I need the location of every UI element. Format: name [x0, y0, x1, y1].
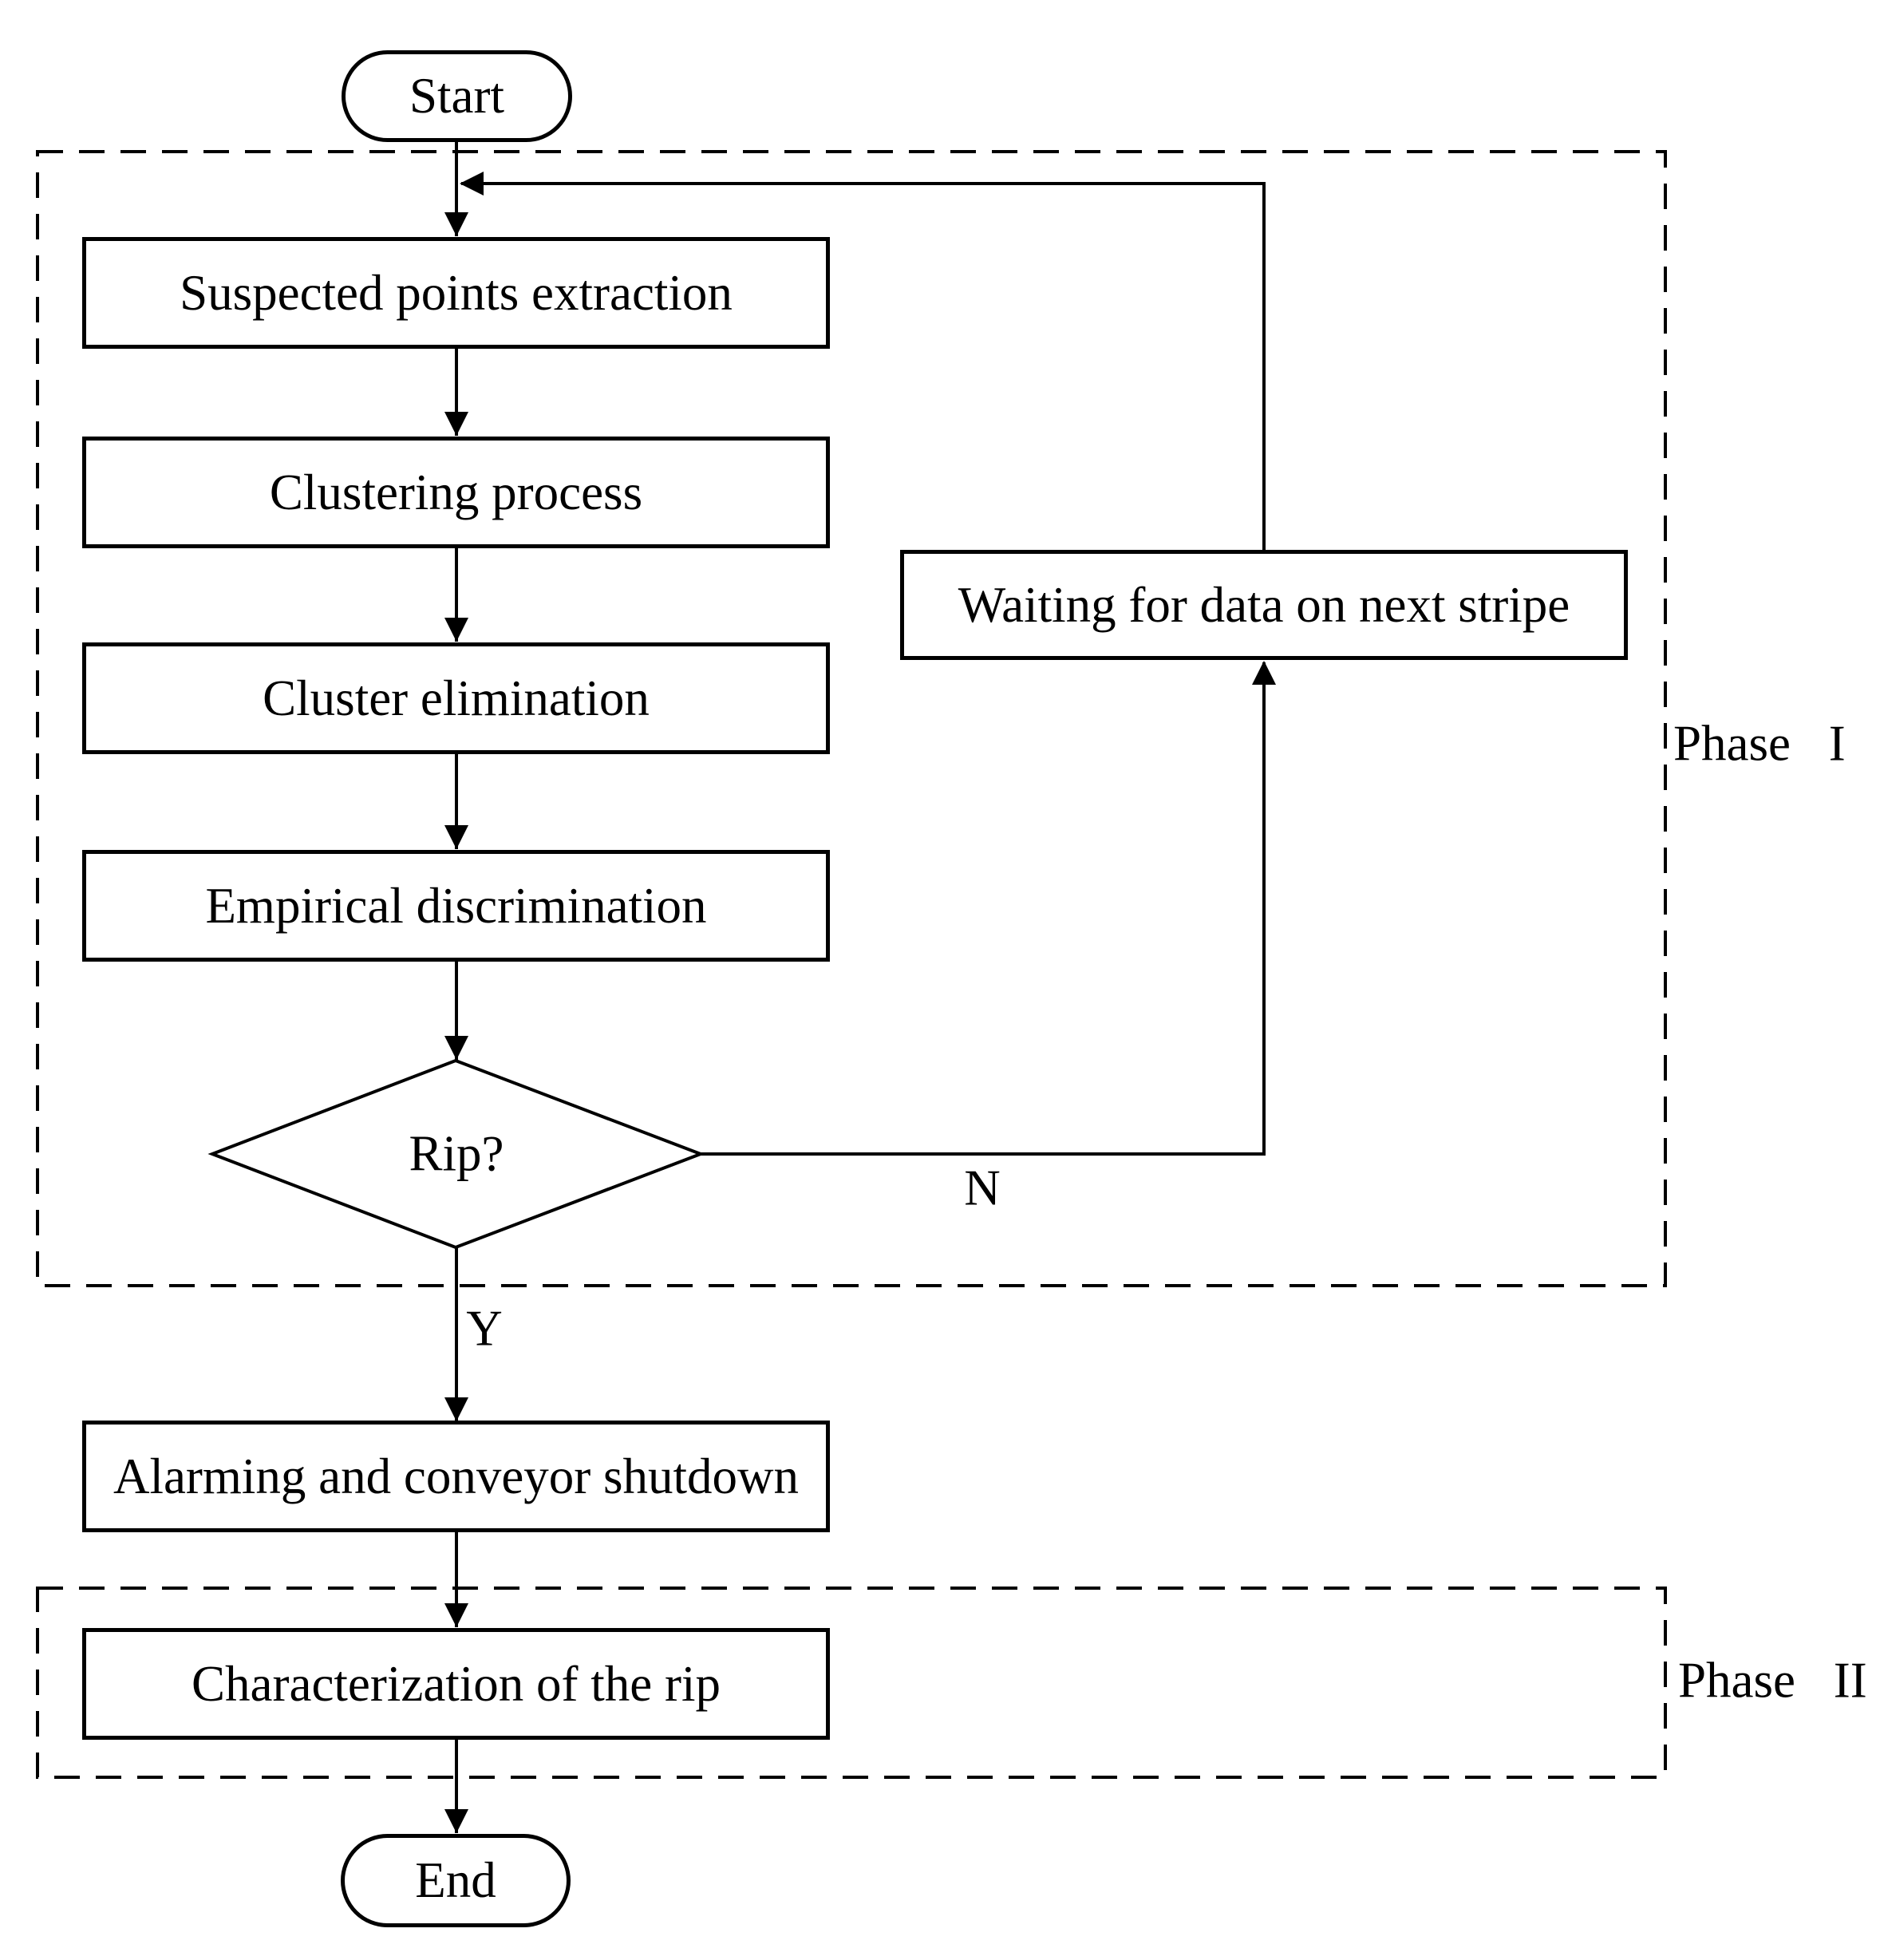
rip-decision-label: Rip? [409, 1125, 504, 1182]
end-terminator: End [341, 1834, 571, 1927]
arrowhead-into-extraction [444, 212, 468, 236]
arrowhead-into-decision [444, 1036, 468, 1060]
arrowhead-into-clustering [444, 412, 468, 436]
start-label: Start [409, 68, 504, 124]
process-label: Characterization of the rip [192, 1655, 721, 1712]
arrowhead-into-empirical [444, 825, 468, 849]
process-label: Empirical discrimination [205, 877, 707, 934]
process-waiting-for-next-stripe: Waiting for data on next stripe [900, 550, 1628, 660]
process-label: Cluster elimination [263, 670, 650, 726]
phase-2-region [36, 1587, 1667, 1779]
label-phase-1: Phase I [1673, 715, 1846, 772]
arrowhead-into-waiting [1252, 661, 1276, 685]
edge-waiting-loop-back [461, 182, 1266, 551]
process-suspected-points-extraction: Suspected points extraction [82, 237, 830, 349]
process-label: Clustering process [269, 464, 643, 520]
label-phase-2: Phase II [1678, 1652, 1867, 1709]
process-empirical-discrimination: Empirical discrimination [82, 850, 830, 962]
edge-decision-no-to-waiting [701, 662, 1266, 1156]
start-terminator: Start [342, 50, 572, 142]
rip-decision-diamond [207, 1058, 705, 1250]
branch-label-no: N [964, 1160, 1001, 1216]
branch-label-yes: Y [466, 1300, 503, 1357]
process-label: Suspected points extraction [180, 264, 733, 321]
arrowhead-loop-into-main-line [460, 172, 484, 196]
arrowhead-into-alarming [444, 1397, 468, 1421]
end-label: End [415, 1852, 496, 1908]
phase-1-region [36, 150, 1667, 1287]
process-label: Waiting for data on next stripe [958, 576, 1570, 633]
arrowhead-into-elimination [444, 618, 468, 642]
process-characterization-of-rip: Characterization of the rip [82, 1628, 830, 1740]
arrowhead-into-end [444, 1809, 468, 1833]
process-label: Alarming and conveyor shutdown [113, 1448, 800, 1504]
arrowhead-into-characterization [444, 1603, 468, 1627]
process-cluster-elimination: Cluster elimination [82, 642, 830, 754]
process-clustering-process: Clustering process [82, 437, 830, 548]
process-alarming-and-shutdown: Alarming and conveyor shutdown [82, 1421, 830, 1532]
